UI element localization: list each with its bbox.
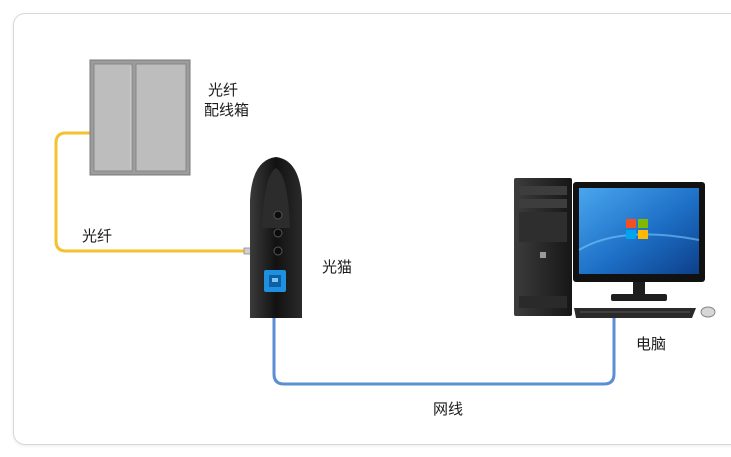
keyboard-icon — [574, 308, 696, 318]
desktop-computer-icon — [514, 178, 572, 316]
monitor-icon — [573, 182, 705, 301]
fiber-distribution-box-icon — [89, 59, 191, 176]
fiber-cable — [54, 131, 252, 253]
distribution-box-label-line2: 配线箱 — [204, 101, 250, 119]
distribution-box-label-line1: 光纤 — [208, 81, 239, 99]
mouse-icon — [700, 306, 716, 318]
fiber-label: 光纤 — [82, 227, 113, 245]
modem-label: 光猫 — [322, 258, 353, 276]
network-cable — [272, 292, 616, 386]
optical-modem-icon — [250, 157, 302, 318]
computer-label: 电脑 — [636, 335, 667, 353]
network-cable-label: 网线 — [433, 400, 464, 418]
windows-logo-icon — [626, 219, 648, 239]
